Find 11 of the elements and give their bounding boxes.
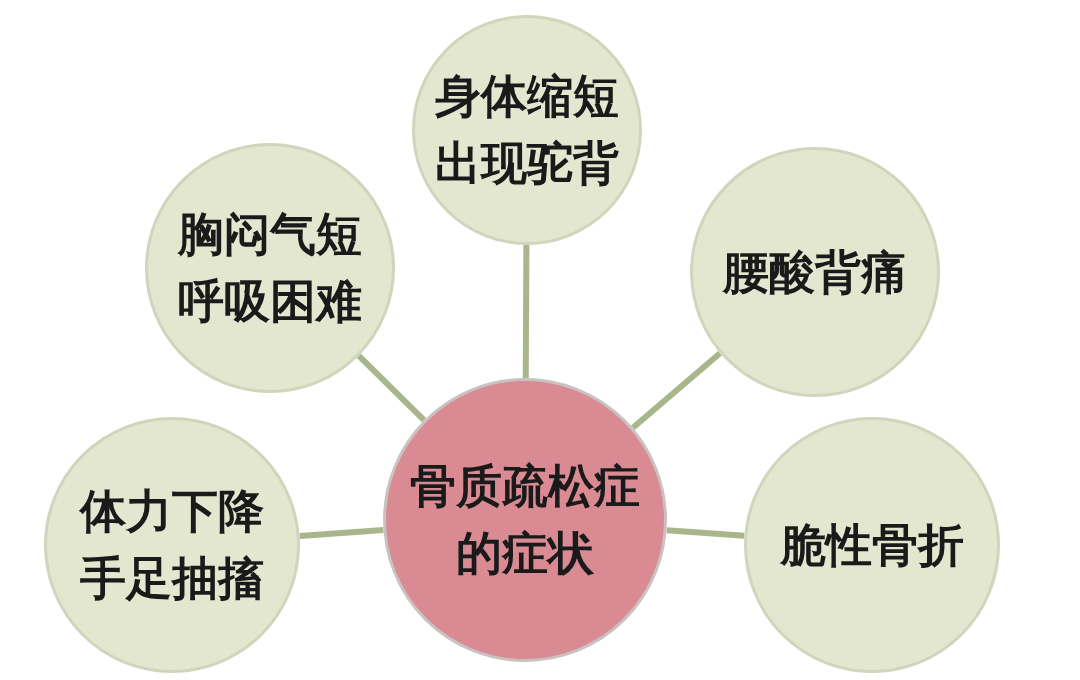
connector-line — [356, 353, 427, 423]
connector-line — [522, 245, 530, 378]
connector-line — [666, 527, 745, 539]
symptom-text: 脆性骨折 — [779, 516, 965, 574]
symptom-text: 腰酸背痛 — [721, 243, 908, 301]
connector-line — [299, 527, 384, 539]
symptom-text: 体力下降手足抽搐 — [78, 483, 265, 607]
symptom-text: 身体缩短出现驼背 — [434, 68, 620, 192]
symptom-text: 胸闷气短呼吸困难 — [176, 206, 363, 330]
connector-line — [630, 350, 722, 430]
symptom-text: 骨质疏松症的症状 — [409, 458, 641, 582]
